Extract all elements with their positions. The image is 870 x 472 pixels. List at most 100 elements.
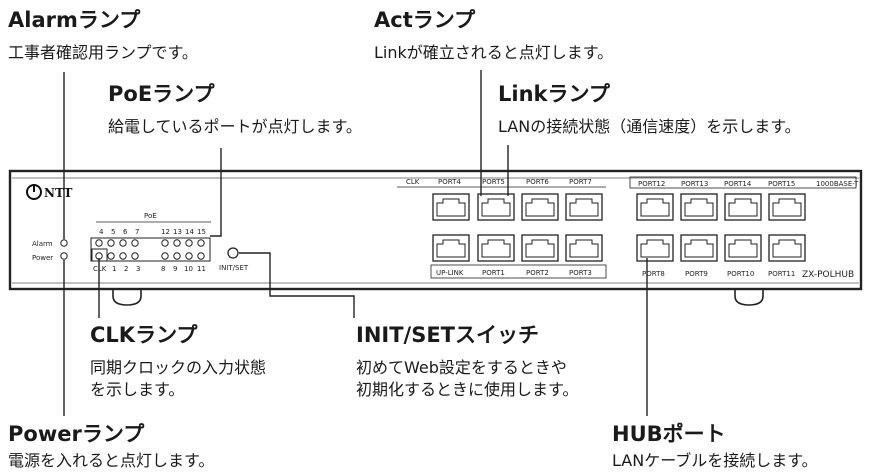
right-bottom-port-labels: PORT8 PORT9 PORT10 PORT11 <box>642 270 795 278</box>
right-bottom-port-label: PORT9 <box>685 270 708 278</box>
lan-port[interactable] <box>565 234 603 262</box>
poe-top-number: 7 <box>135 228 139 236</box>
poe-led <box>197 239 205 247</box>
poe-led <box>161 252 169 260</box>
poe-lamp-desc: 給電しているポートが点灯します。 <box>108 117 362 136</box>
poe-top-number: 5 <box>111 228 115 236</box>
poe-led <box>107 239 115 247</box>
right-top-port-label: PORT13 <box>681 180 708 188</box>
left-top-port-label: CLK <box>406 178 420 186</box>
poe-leader-line <box>210 148 222 237</box>
poe-bottom-number: 10 <box>184 265 193 273</box>
right-foot <box>734 287 764 306</box>
speed-label: 1000BASE-T <box>816 180 859 188</box>
lan-port[interactable] <box>636 234 674 262</box>
poe-led <box>185 239 193 247</box>
left-bottom-port-label: PORT2 <box>526 269 549 277</box>
left-top-port-label: PORT6 <box>526 178 549 186</box>
poe-led <box>131 239 139 247</box>
init-set-switch-desc-line1: 初めてWeb設定をするときや <box>356 358 567 377</box>
lan-port[interactable] <box>477 193 515 221</box>
lan-port[interactable] <box>432 234 470 262</box>
left-top-port-label: PORT5 <box>482 178 505 186</box>
poe-lamp-title: PoEランプ <box>108 82 215 106</box>
power-led <box>60 252 68 260</box>
poe-bottom-number: 11 <box>197 265 206 273</box>
lan-port[interactable] <box>768 234 806 262</box>
lan-port[interactable] <box>680 193 718 221</box>
poe-bottom-number: 2 <box>124 265 128 273</box>
right-bottom-port-label: PORT8 <box>642 270 665 278</box>
poe-bottom-number: 8 <box>161 265 165 273</box>
alarm-led-label: Alarm <box>32 240 53 248</box>
power-led-label: Power <box>32 254 53 262</box>
init-set-button[interactable] <box>227 247 239 259</box>
poe-bottom-number: 1 <box>112 265 116 273</box>
lan-port[interactable] <box>768 193 806 221</box>
lan-port[interactable] <box>636 193 674 221</box>
poe-led <box>173 239 181 247</box>
poe-led <box>119 239 127 247</box>
left-top-port-labels: CLK PORT4 PORT5 PORT6 PORT7 <box>406 178 592 186</box>
poe-led <box>173 252 181 260</box>
poe-top-number: 14 <box>185 228 194 236</box>
right-bottom-port-label: PORT10 <box>727 270 754 278</box>
poe-led-group-label: PoE <box>144 212 157 220</box>
lan-port[interactable] <box>521 193 559 221</box>
clk-lamp-desc-line1: 同期クロックの入力状態 <box>90 358 267 377</box>
lan-port[interactable] <box>724 193 762 221</box>
poe-top-number: 15 <box>197 228 206 236</box>
right-top-port-label: PORT12 <box>638 180 665 188</box>
poe-top-number: 6 <box>123 228 128 236</box>
link-lamp-desc: LANの接続状態（通信速度）を示します。 <box>498 117 801 136</box>
act-lamp-title: Actランプ <box>374 8 476 32</box>
right-top-port-label: PORT15 <box>768 180 795 188</box>
poe-led-array <box>95 239 205 260</box>
poe-bottom-number: 9 <box>173 265 177 273</box>
device-chassis <box>8 169 863 291</box>
act-lamp-desc: Linkが確立されると点灯します。 <box>374 43 614 62</box>
model-label: ZX-POLHUB <box>802 270 854 280</box>
lan-port[interactable] <box>432 193 470 221</box>
hub-port-title: HUBポート <box>612 422 726 446</box>
right-top-label-frame <box>629 176 857 189</box>
hub-port-desc: LANケーブルを接続します。 <box>612 451 818 470</box>
poe-led-frame <box>90 237 211 262</box>
poe-led <box>95 239 103 247</box>
ntt-logo: NTT <box>26 184 72 200</box>
lan-port[interactable] <box>724 234 762 262</box>
poe-bottom-number: 3 <box>136 265 140 273</box>
lan-port[interactable] <box>521 234 559 262</box>
clk-led-label: CLK <box>93 265 107 273</box>
leader-lines <box>63 70 648 416</box>
left-bottom-port-label: PORT3 <box>569 269 592 277</box>
power-lamp-title: Powerランプ <box>8 422 145 446</box>
init-set-switch-desc-line2: 初期化するときに使用します。 <box>356 380 579 399</box>
poe-led <box>119 252 127 260</box>
alarm-lamp-title: Alarmランプ <box>8 8 141 32</box>
init-set-label: INIT/SET <box>219 264 249 272</box>
lan-port[interactable] <box>477 234 515 262</box>
poe-top-number: 12 <box>161 228 170 236</box>
left-port-group <box>432 193 603 262</box>
clk-lamp-title: CLKランプ <box>90 323 198 347</box>
init-set-switch-title: INIT/SETスイッチ <box>356 323 539 347</box>
left-top-port-label: PORT7 <box>569 178 592 186</box>
brand-label: NTT <box>44 186 72 200</box>
left-foot <box>112 287 142 306</box>
link-lamp-title: Linkランプ <box>498 82 610 106</box>
poe-led <box>131 252 139 260</box>
lan-port[interactable] <box>680 234 718 262</box>
right-port-group <box>636 193 806 262</box>
poe-led <box>197 252 205 260</box>
poe-top-number: 13 <box>173 228 182 236</box>
poe-led <box>161 239 169 247</box>
right-bottom-port-label: PORT11 <box>768 270 795 278</box>
lan-port[interactable] <box>565 193 603 221</box>
left-top-port-label: PORT4 <box>438 178 461 186</box>
